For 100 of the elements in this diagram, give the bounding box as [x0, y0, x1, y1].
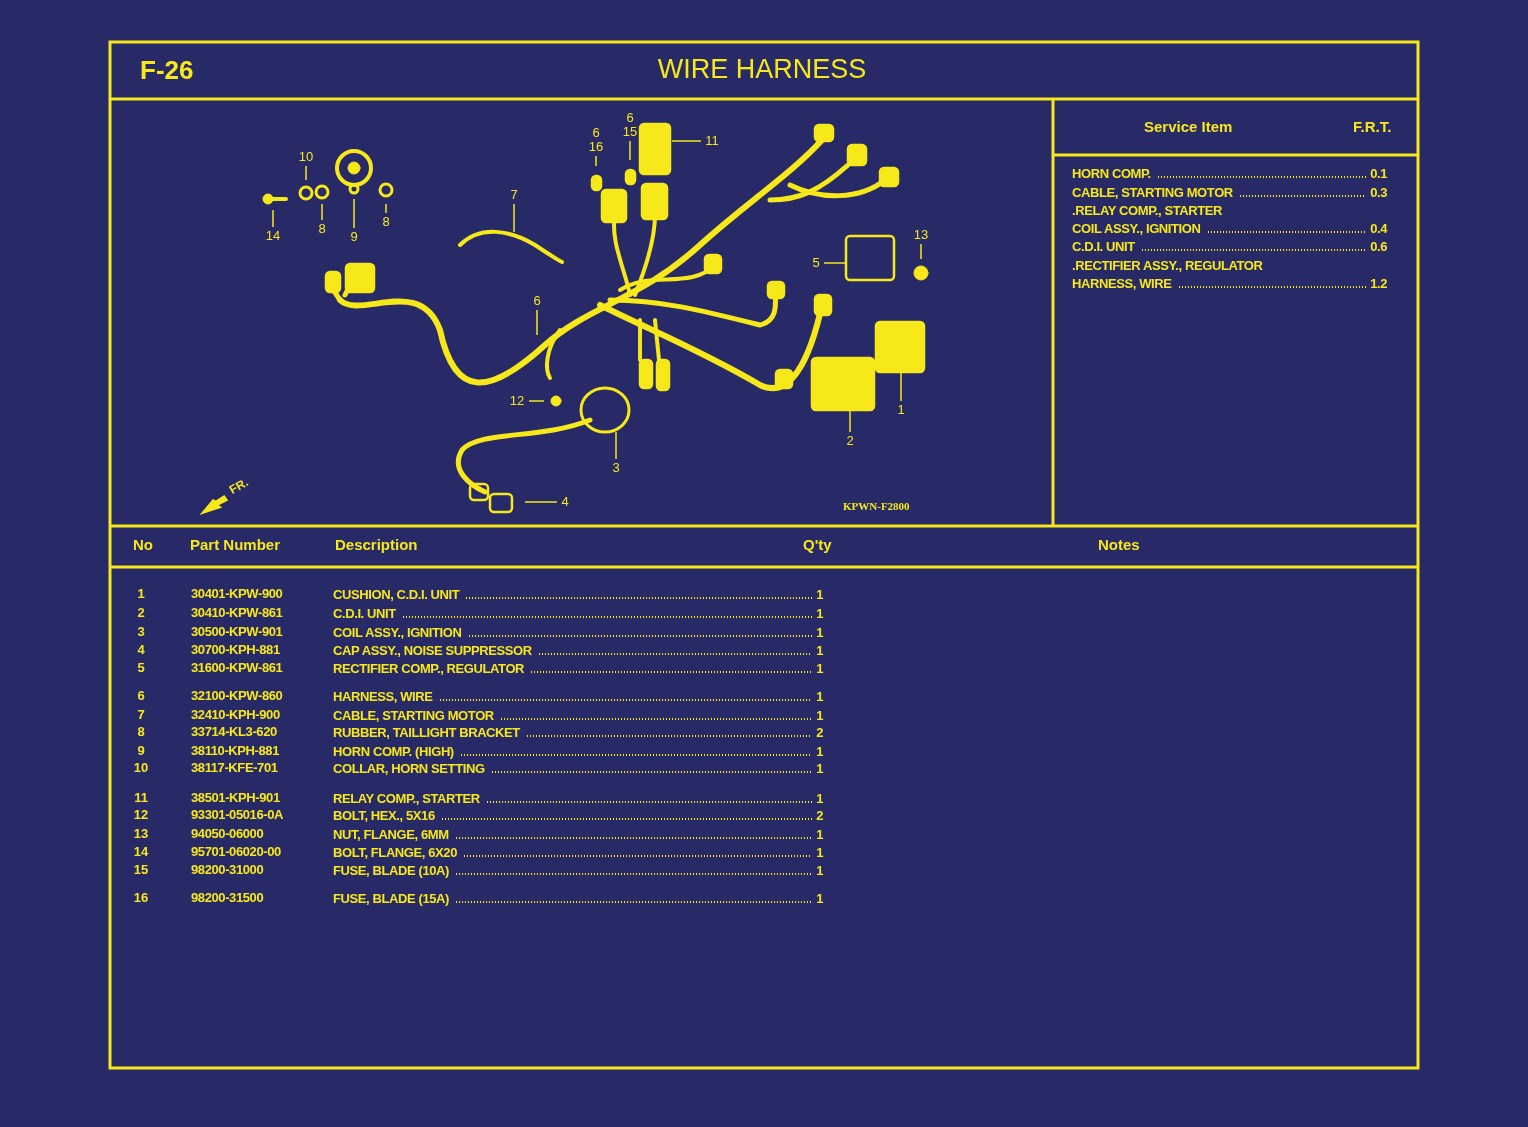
- leader-line: [629, 140, 631, 161]
- part-number: 98200-31000: [191, 863, 264, 876]
- row-number: 7: [136, 708, 146, 721]
- row-number: 6: [136, 689, 146, 702]
- row-number: 11: [133, 791, 149, 804]
- column-header: Q'ty: [803, 537, 832, 552]
- column-header: Part Number: [190, 537, 281, 552]
- callout-number: 15: [622, 125, 638, 139]
- service-item: HARNESS, WIRE: [1072, 276, 1367, 291]
- part-description: NUT, FLANGE, 6MM: [333, 827, 813, 842]
- quantity: 1: [816, 744, 823, 759]
- row-number: 2: [136, 606, 146, 619]
- leader-line: [920, 243, 922, 260]
- part-number: 98200-31500: [191, 891, 264, 904]
- part-number: 38110-KPH-881: [191, 744, 280, 757]
- row-number: 13: [132, 827, 150, 840]
- callout-number: 6: [591, 126, 601, 140]
- callout-number: 9: [350, 230, 358, 244]
- part-description: RELAY COMP., STARTER: [333, 791, 813, 806]
- part-number: 38117-KFE-701: [191, 761, 278, 774]
- column-header: No: [133, 537, 153, 552]
- row-number: 5: [136, 661, 146, 674]
- column-header: F.R.T.: [1353, 119, 1392, 134]
- callout-number: 6: [533, 294, 541, 308]
- callout-number: 8: [382, 215, 390, 229]
- flat-rate-time: 0.1: [1370, 166, 1387, 181]
- leader-line: [305, 165, 307, 181]
- part-number: 38501-KPH-901: [191, 791, 280, 804]
- part-number: 94050-06000: [191, 827, 264, 840]
- part-description: BOLT, FLANGE, 6X20: [333, 845, 813, 860]
- quantity: 1: [816, 625, 823, 640]
- flat-rate-time: 0.3: [1370, 185, 1387, 200]
- part-description: BOLT, HEX., 5X16: [333, 808, 813, 823]
- quantity: 2: [816, 808, 823, 823]
- figure-code: KPWN-F2800: [843, 501, 910, 512]
- leader-line: [849, 409, 851, 433]
- part-number: 31600-KPW-861: [191, 661, 283, 674]
- service-item: CABLE, STARTING MOTOR: [1072, 185, 1367, 200]
- row-number: 4: [136, 643, 146, 656]
- row-number: 12: [132, 808, 150, 821]
- row-number: 10: [132, 761, 150, 774]
- quantity: 1: [816, 761, 823, 776]
- part-number: 95701-06020-00: [191, 845, 281, 858]
- leader-line: [524, 501, 558, 503]
- leader-line: [671, 140, 702, 142]
- quantity: 1: [816, 845, 823, 860]
- leader-line: [595, 155, 597, 167]
- part-description: RECTIFIER COMP., REGULATOR: [333, 661, 813, 676]
- flat-rate-time: 0.6: [1370, 239, 1387, 254]
- quantity: 1: [816, 689, 823, 704]
- row-number: 3: [136, 625, 146, 638]
- leader-line: [823, 262, 846, 264]
- direction-label: FR.: [227, 475, 251, 497]
- part-description: COLLAR, HORN SETTING: [333, 761, 813, 776]
- callout-number: 6: [625, 111, 635, 125]
- page-code: F-26: [140, 57, 194, 83]
- callout-number: 3: [612, 461, 620, 475]
- part-description: C.D.I. UNIT: [333, 606, 813, 621]
- row-number: 8: [136, 725, 146, 738]
- callout-number: 13: [913, 228, 929, 242]
- part-number: 32100-KPW-860: [191, 689, 283, 702]
- part-description: HARNESS, WIRE: [333, 689, 813, 704]
- part-number: 32410-KPH-900: [191, 708, 280, 721]
- callout-number: 12: [509, 394, 525, 408]
- part-description: HORN COMP. (HIGH): [333, 744, 813, 759]
- row-number: 9: [136, 744, 146, 757]
- callout-number: 16: [588, 140, 604, 154]
- leader-line: [272, 209, 274, 228]
- row-number: 1: [136, 587, 146, 600]
- callout-number: 1: [897, 403, 905, 417]
- leader-line: [353, 198, 355, 229]
- service-item: .RELAY COMP., STARTER: [1072, 203, 1223, 218]
- service-item: HORN COMP.: [1072, 166, 1367, 181]
- row-number: 16: [132, 891, 150, 904]
- flat-rate-time: 0.4: [1370, 221, 1387, 236]
- service-item: .RECTIFIER ASSY., REGULATOR: [1072, 258, 1263, 273]
- part-number: 33714-KL3-620: [191, 725, 277, 738]
- quantity: 1: [816, 587, 823, 602]
- column-header: Service Item: [1144, 119, 1233, 134]
- quantity: 1: [816, 827, 823, 842]
- part-number: 30700-KPH-881: [191, 643, 280, 656]
- leader-line: [321, 203, 323, 221]
- column-header: Description: [335, 537, 418, 552]
- quantity: 1: [816, 606, 823, 621]
- callout-number: 8: [318, 222, 326, 236]
- part-number: 30500-KPW-901: [191, 625, 283, 638]
- callout-number: 10: [298, 150, 314, 164]
- part-description: COIL ASSY., IGNITION: [333, 625, 813, 640]
- service-item: C.D.I. UNIT: [1072, 239, 1367, 254]
- callout-number: 2: [846, 434, 854, 448]
- quantity: 2: [816, 725, 823, 740]
- part-description: CAP ASSY., NOISE SUPPRESSOR: [333, 643, 813, 658]
- quantity: 1: [816, 661, 823, 676]
- callout-number: 14: [265, 229, 281, 243]
- leader-line: [385, 203, 387, 214]
- callout-number: 4: [561, 495, 569, 509]
- leader-line: [900, 371, 902, 402]
- leader-line: [536, 309, 538, 336]
- callout-number: 5: [812, 256, 820, 270]
- quantity: 1: [816, 891, 823, 906]
